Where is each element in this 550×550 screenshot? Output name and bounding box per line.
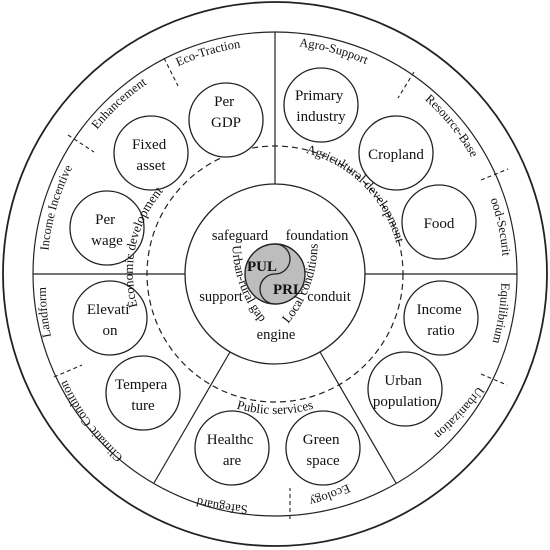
node-text-line: asset <box>136 158 166 174</box>
core-label-conduit: conduit <box>307 289 351 305</box>
svg-text:Fixed asset: Fixed asset <box>132 137 170 174</box>
core-label-support: support <box>199 289 243 305</box>
svg-text:Per GDP: Per GDP <box>211 94 241 131</box>
node-temperature: Tempera ture <box>105 355 181 431</box>
svg-text:Per wage: Per wage <box>91 212 123 249</box>
core-label-foundation: foundation <box>286 228 350 244</box>
node-urban-population: Urban population <box>367 351 443 427</box>
node-text-line: Cropland <box>368 147 424 163</box>
node-text-line: Tempera <box>115 377 168 393</box>
outer-label-landform: Landform <box>35 287 54 339</box>
node-text-line: space <box>306 453 340 469</box>
node-food: Food <box>401 184 477 260</box>
node-circles: Per GDP Fixed asset Per wage Primary ind… <box>69 67 479 486</box>
sector-dividers <box>33 32 517 484</box>
node-text-line: ratio <box>427 323 455 339</box>
svg-text:Safeguard: Safeguard <box>194 495 248 517</box>
node-primary-industry: Primary industry <box>283 67 359 143</box>
core-labels: safeguard foundation support conduit eng… <box>199 228 351 343</box>
node-text-line: ture <box>131 398 155 414</box>
svg-text:Tempera ture: Tempera ture <box>115 377 171 414</box>
node-healthcare: Healthc are <box>194 410 270 486</box>
outer-label-safeguard: Safeguard <box>194 495 248 517</box>
svg-text:Public services: Public services <box>235 397 314 417</box>
node-text-line: Per <box>214 94 234 110</box>
node-cropland: Cropland <box>358 115 434 191</box>
node-text-line: Healthc <box>207 432 254 448</box>
svg-text:Elevati on: Elevati on <box>87 302 133 339</box>
node-per-wage: Per wage <box>69 190 145 266</box>
node-text-line: Food <box>424 216 455 232</box>
node-text-line: GDP <box>211 115 241 131</box>
outer-ring-dashed-separators <box>53 57 509 519</box>
svg-text:Agro-Support: Agro-Support <box>299 35 371 67</box>
node-text-line: wage <box>91 233 123 249</box>
core-label-engine: engine <box>257 327 296 343</box>
node-text-line: population <box>373 394 438 410</box>
svg-text:Healthc are: Healthc are <box>207 432 257 469</box>
node-text-line: industry <box>296 109 346 125</box>
node-green-space: Green space <box>285 410 361 486</box>
svg-text:Primary industry: Primary industry <box>295 88 347 125</box>
svg-text:Urban population: Urban population <box>373 373 438 410</box>
outer-label-agro-support: Agro-Support <box>299 35 371 67</box>
node-text-line: Green <box>303 432 340 448</box>
node-elevation: Elevati on <box>72 280 148 356</box>
svg-text:Income ratio: Income ratio <box>417 302 466 339</box>
node-text-line: Fixed <box>132 137 167 153</box>
node-text-line: are <box>223 453 242 469</box>
core-label-safeguard: safeguard <box>212 228 269 244</box>
node-text-line: Urban <box>384 373 422 389</box>
node-text-line: Per <box>95 212 115 228</box>
ring-label-public-services: Public services <box>235 397 314 417</box>
svg-text:Landform: Landform <box>35 287 54 339</box>
node-fixed-asset: Fixed asset <box>113 115 189 191</box>
center-label-pul: PUL <box>247 259 277 275</box>
node-income-ratio: Income ratio <box>403 280 479 356</box>
center-label-prl: PRL <box>273 282 303 298</box>
node-text-line: on <box>103 323 119 339</box>
node-text-line: Elevati <box>87 302 129 318</box>
svg-text:Green space: Green space <box>303 432 343 469</box>
node-per-gdp: Per GDP <box>188 82 264 158</box>
center-yin-yang: PUL PRL <box>244 243 306 305</box>
node-text-line: Primary <box>295 88 344 104</box>
node-text-line: Income <box>417 302 462 318</box>
yin-yang-divider <box>259 243 291 305</box>
